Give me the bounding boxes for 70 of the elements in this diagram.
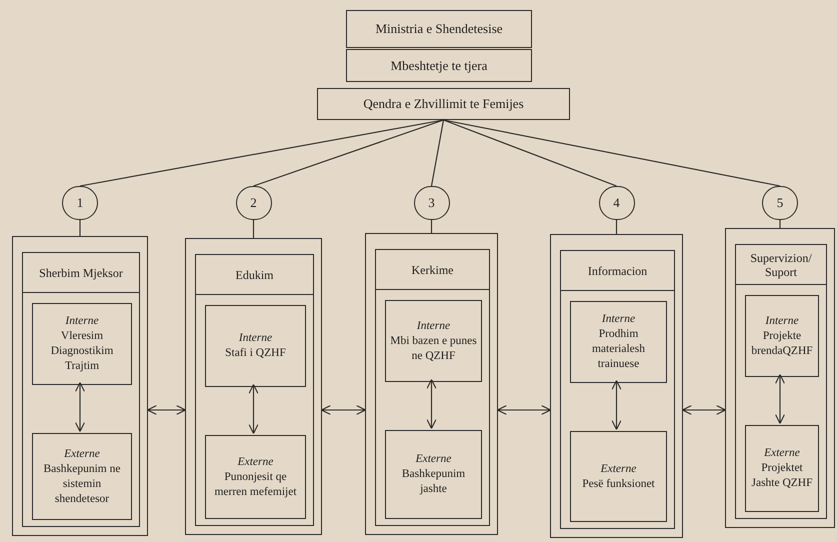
connector-line [443,119,780,187]
panel-heading: Kerkime [412,262,454,276]
box-text: Vleresim Diagnostikim Trajtim [50,329,114,374]
box-heading: Externe [416,452,452,467]
double-arrow [682,404,726,416]
double-arrow [248,384,259,434]
connector-line [616,220,618,234]
box-heading: Interne [65,314,99,329]
content-box [570,301,667,383]
box-heading: Interne [416,318,450,334]
org-title: Ministria e Shendetesise [375,20,503,38]
panel-heading: Sherbim Mjeksor [39,266,123,280]
double-arrow [426,379,437,429]
double-arrow [147,404,186,416]
box-heading: Externe [64,446,100,462]
box-heading: Externe [238,454,274,470]
category-panel [375,249,490,526]
content-box [570,431,667,522]
content-box [745,425,819,512]
org-box [346,49,532,82]
box-text: Pesë funksionet [582,476,655,492]
box-text: Stafi i QZHF [225,346,286,361]
box-heading: Interne [765,314,799,328]
box-heading: Externe [764,446,800,461]
panel-heading: Edukim [236,268,274,282]
connector-line [443,119,617,187]
box-heading: Externe [600,462,636,476]
box-text: Bashkepunim jashte [400,467,466,497]
column-frame [365,233,498,535]
box-heading: Interne [238,331,272,346]
box-heading: Interne [602,312,636,327]
connector-line [430,120,444,186]
box-text: Bashkepunim ne sistemin shendetesor [42,462,122,506]
box-text: Projektet Jashte QZHF [750,461,814,491]
column-frame [185,238,322,535]
connector-line [253,119,444,187]
connector-line [779,220,781,228]
category-panel [735,244,827,519]
category-panel [560,250,675,529]
connector-line [80,119,444,187]
org-box [346,10,532,48]
column-frame [725,228,835,528]
box-text: Projekte brendaQZHF [750,328,814,358]
box-text: Mbi bazen e punes ne QZHF [390,334,477,364]
double-arrow [774,374,786,424]
box-text: Prodhim materialesh trainuese [590,327,646,372]
column-frame [12,236,148,536]
content-box [32,433,132,520]
category-panel [195,254,314,526]
content-box [205,435,306,519]
box-text: Punonjesit qe merren mefemijet [213,470,298,500]
org-title: Mbeshtetje te tjera [390,56,488,75]
org-title: Qendra e Zhvillimit te Femijes [363,95,524,114]
category-panel [22,252,140,527]
double-arrow [611,380,622,430]
double-arrow [74,382,86,432]
content-box [205,305,306,387]
double-arrow [497,404,551,416]
connector-line [252,220,254,238]
content-box [32,303,132,385]
connector-line [79,220,81,236]
panel-heading: Supervizion/ Suport [749,250,813,278]
connector-line [430,220,432,233]
content-box [385,430,482,519]
content-box [745,295,819,377]
content-box [385,300,482,382]
double-arrow [321,404,366,416]
panel-heading: Informacion [588,264,648,278]
org-box [317,88,570,120]
column-frame [550,234,683,538]
